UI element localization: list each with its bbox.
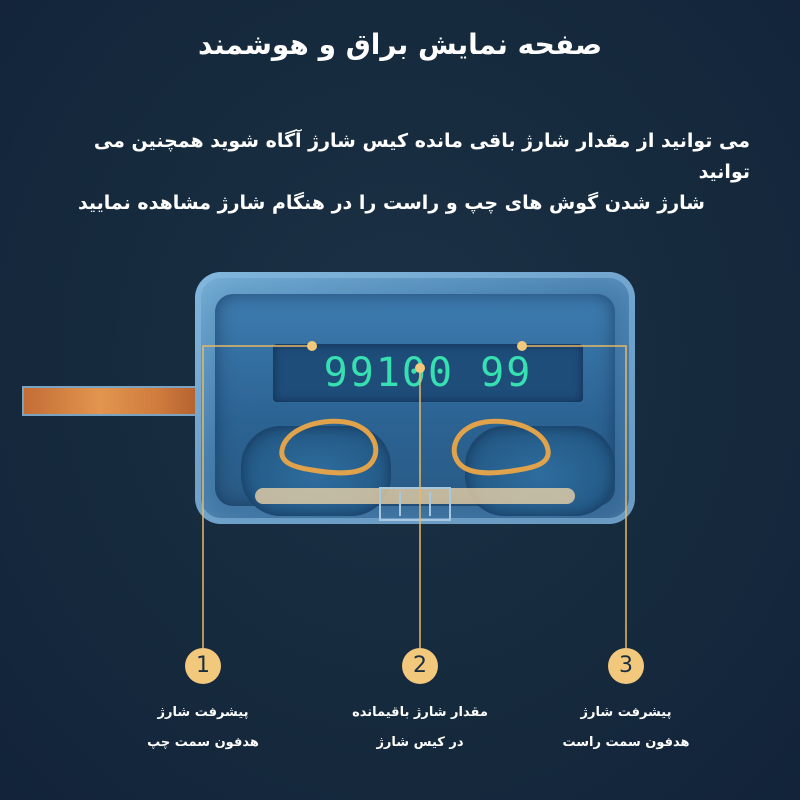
callout-label-2-line2: در کیس شارژ [376, 735, 464, 750]
callout-label-1-line2: هدفون سمت چپ [147, 735, 259, 750]
led-display: 99100 99 [273, 344, 583, 402]
callout-line-3 [522, 345, 627, 648]
callout-label-2: مقدار شارژ باقیمانده در کیس شارژ [320, 698, 520, 758]
case-bottom-glow [255, 488, 575, 504]
page-title: صفحه نمایش براق و هوشمند [197, 28, 603, 61]
callout-number-3: 3 [608, 648, 644, 684]
charging-case: 99100 99 [195, 272, 635, 524]
description-line-2: شارژ شدن گوش های چپ و راست را در هنگام ش… [77, 192, 705, 214]
right-earbud-icon [451, 418, 551, 476]
callout-label-1: پیشرفت شارژ هدفون سمت چپ [103, 698, 303, 758]
description: می توانید از مقدار شارژ باقی مانده کیس ش… [40, 126, 750, 219]
led-digits: 99100 99 [323, 350, 533, 396]
callout-label-1-line1: پیشرفت شارژ [157, 705, 249, 720]
callout-label-2-line1: مقدار شارژ باقیمانده [352, 705, 488, 720]
callout-dot-1 [307, 341, 317, 351]
case-interior: 99100 99 [215, 294, 615, 516]
callout-number-2: 2 [402, 648, 438, 684]
callout-label-3-line1: پیشرفت شارژ [580, 705, 672, 720]
description-line-1: می توانید از مقدار شارژ باقی مانده کیس ش… [93, 130, 750, 183]
case-hinge [379, 487, 451, 521]
left-earbud-icon [279, 418, 379, 476]
callout-number-1: 1 [185, 648, 221, 684]
callout-dot-3 [517, 341, 527, 351]
callout-dot-2 [415, 363, 425, 373]
callout-label-3: پیشرفت شارژ هدفون سمت راست [526, 698, 726, 758]
charging-strap [22, 386, 216, 416]
callout-line-1 [202, 345, 312, 648]
callout-label-3-line2: هدفون سمت راست [562, 735, 690, 750]
